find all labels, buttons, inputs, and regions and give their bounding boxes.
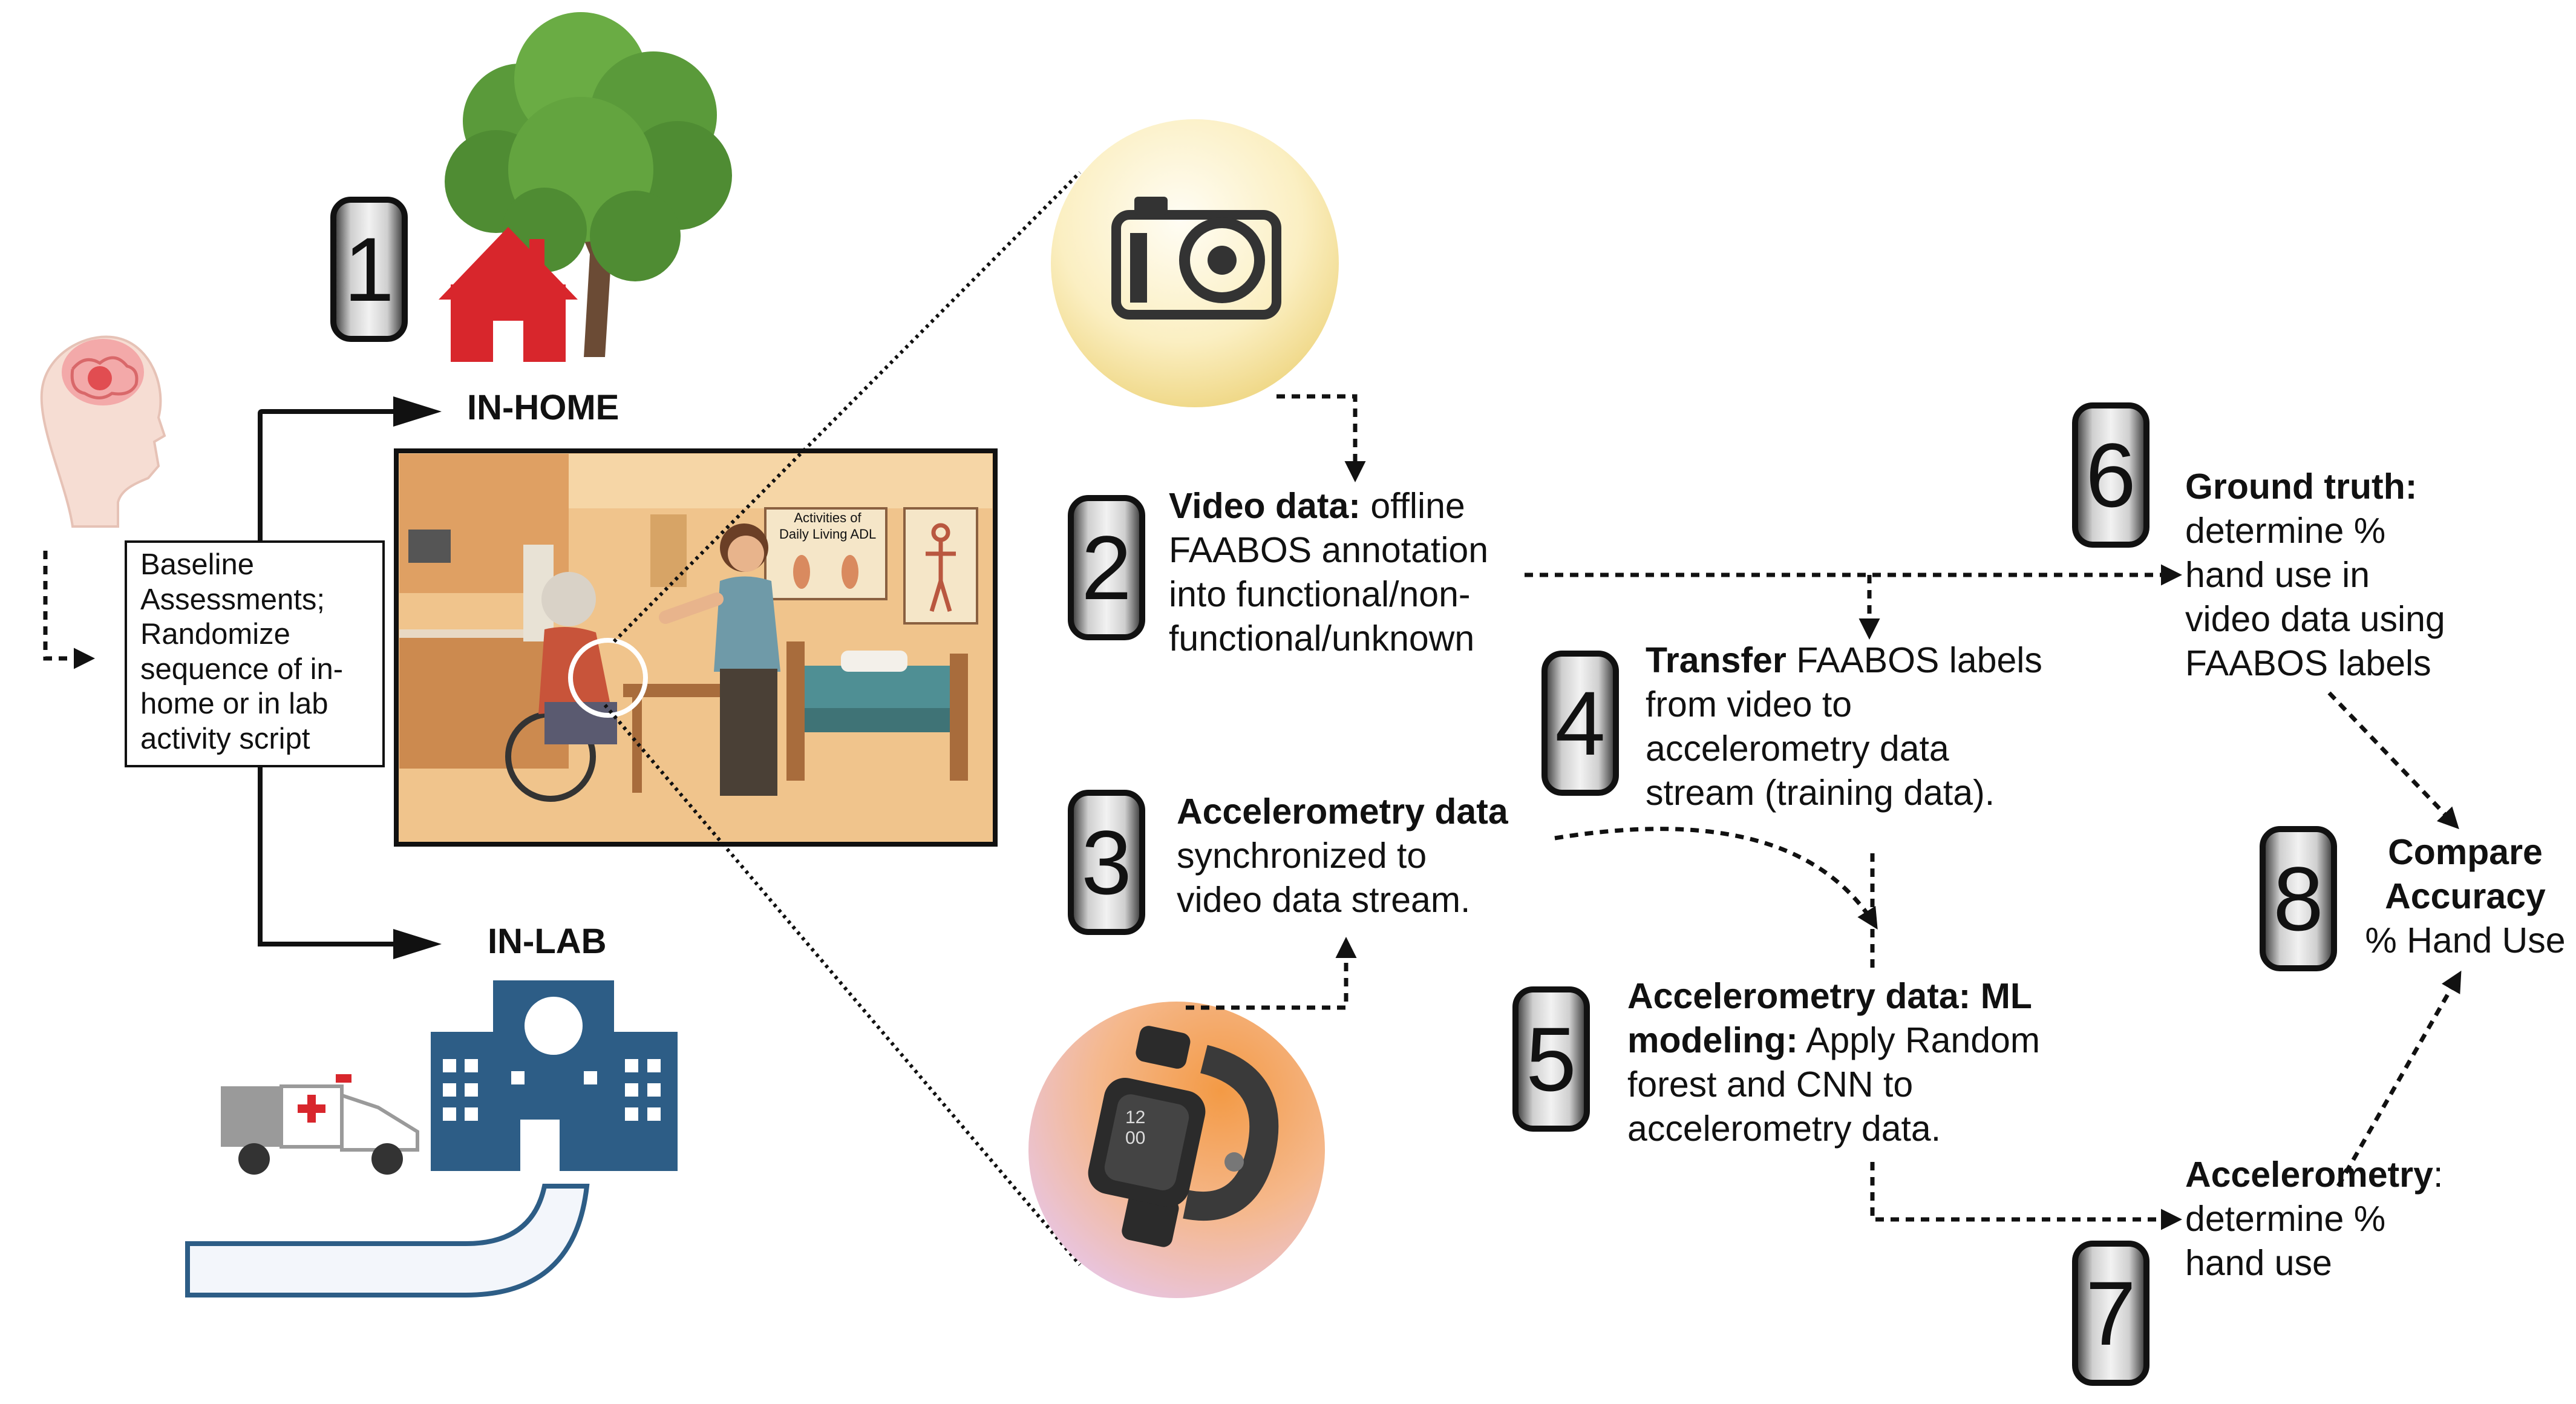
transfer-line-1: FAABOS labels bbox=[1786, 640, 2042, 680]
step-badge-2: 2 bbox=[1068, 495, 1145, 640]
in-home-label: IN-HOME bbox=[467, 388, 619, 427]
ground-truth-line-5: FAABOS labels bbox=[2185, 643, 2431, 683]
branch-line bbox=[258, 409, 423, 540]
arrow-accel-result-to-compare bbox=[2336, 970, 2462, 1187]
video-data-heading: Video data: bbox=[1169, 486, 1361, 526]
baseline-line-4: sequence of in- bbox=[140, 652, 344, 686]
watch-time: 12 00 bbox=[1125, 1107, 1145, 1149]
poster-line-2: Daily Living ADL bbox=[779, 526, 877, 542]
step-badge-6: 6 bbox=[2072, 402, 2149, 548]
compare-line-2: Accuracy bbox=[2385, 876, 2546, 916]
arrow-groundtruth-to-compare bbox=[2327, 691, 2459, 830]
baseline-line-6: activity script bbox=[140, 722, 310, 755]
camera-icon bbox=[1051, 119, 1339, 407]
ml-modeling-text: Accelerometry data: ML modeling: Apply R… bbox=[1627, 974, 2040, 1151]
transfer-line-3: accelerometry data bbox=[1646, 729, 1949, 769]
step-badge-3: 3 bbox=[1068, 790, 1145, 935]
ml-line-2: Apply Random bbox=[1797, 1020, 2040, 1060]
video-data-text: Video data: offline FAABOS annotation in… bbox=[1169, 484, 1488, 661]
ml-heading-2: modeling: bbox=[1627, 1020, 1798, 1060]
arrow-accel-to-ml bbox=[1554, 827, 1878, 930]
hospital-icon bbox=[431, 980, 678, 1171]
smartwatch-icon bbox=[1028, 1002, 1325, 1298]
ramp-icon bbox=[185, 1184, 590, 1297]
accel-sync-line-2: synchronized to bbox=[1177, 836, 1427, 876]
in-lab-label: IN-LAB bbox=[488, 922, 607, 961]
step-badge-7: 7 bbox=[2072, 1241, 2149, 1386]
accel-result-heading: Accelerometry bbox=[2185, 1155, 2433, 1195]
transfer-text: Transfer FAABOS labels from video to acc… bbox=[1646, 638, 2042, 815]
ground-truth-line-2: determine % bbox=[2185, 511, 2386, 551]
transfer-heading: Transfer bbox=[1646, 640, 1787, 680]
video-line-1: offline bbox=[1360, 486, 1465, 526]
accel-sync-text: Accelerometry data synchronized to video… bbox=[1177, 790, 1508, 922]
accel-result-colon: : bbox=[2433, 1155, 2444, 1195]
ml-line-3: forest and CNN to bbox=[1627, 1064, 1914, 1104]
accel-sync-heading: Accelerometry data bbox=[1177, 792, 1508, 832]
ground-truth-line-3: hand use in bbox=[2185, 555, 2370, 595]
ground-truth-line-4: video data using bbox=[2185, 599, 2445, 639]
zoom-line-watch bbox=[603, 704, 1082, 1266]
compare-text: Compare Accuracy % Hand Use bbox=[2356, 830, 2574, 963]
ground-truth-heading: Ground truth: bbox=[2185, 467, 2417, 507]
watch-time-minute: 00 bbox=[1125, 1128, 1146, 1148]
watch-time-hour: 12 bbox=[1125, 1107, 1146, 1127]
step-badge-5: 5 bbox=[1512, 986, 1590, 1132]
compare-line-3: % Hand Use bbox=[2365, 920, 2566, 960]
video-line-4: functional/unknown bbox=[1169, 618, 1475, 658]
ml-heading: Accelerometry data: ML bbox=[1627, 976, 2032, 1016]
poster-title: Activities of Daily Living ADL bbox=[779, 510, 876, 542]
arrow-camera-to-video bbox=[1277, 394, 1366, 482]
house-icon bbox=[439, 227, 578, 362]
step-badge-4: 4 bbox=[1541, 651, 1619, 796]
video-line-2: FAABOS annotation bbox=[1169, 530, 1489, 570]
transfer-line-2: from video to bbox=[1646, 684, 1852, 724]
accel-result-line-3: hand use bbox=[2185, 1243, 2332, 1283]
poster-line-1: Activities of bbox=[794, 510, 861, 525]
baseline-box: Baseline Assessments; Randomize sequence… bbox=[125, 540, 385, 767]
step-badge-1: 1 bbox=[330, 197, 408, 342]
arrow-head-to-baseline bbox=[43, 551, 95, 669]
arrow-watch-to-accel bbox=[1186, 937, 1357, 1010]
baseline-line-3: Randomize bbox=[140, 618, 290, 651]
baseline-line-5: home or in lab bbox=[140, 687, 329, 720]
ml-line-4: accelerometry data. bbox=[1627, 1109, 1941, 1149]
accel-sync-line-3: video data stream. bbox=[1177, 880, 1471, 920]
accel-result-text: Accelerometry: determine % hand use bbox=[2185, 1153, 2443, 1285]
accel-result-line-2: determine % bbox=[2185, 1199, 2386, 1239]
activity-room-image bbox=[394, 448, 998, 847]
baseline-line-2: Assessments; bbox=[140, 583, 325, 616]
transfer-line-4: stream (training data). bbox=[1646, 773, 1995, 813]
compare-line-1: Compare bbox=[2388, 832, 2543, 872]
ground-truth-text: Ground truth: determine % hand use in vi… bbox=[2185, 465, 2445, 686]
patient-head-icon bbox=[40, 335, 166, 528]
arrow-ml-to-accel-result bbox=[1870, 1162, 2182, 1230]
baseline-line-1: Baseline bbox=[140, 548, 254, 581]
step-badge-8: 8 bbox=[2260, 826, 2337, 971]
zoom-line-camera bbox=[612, 171, 1082, 643]
ambulance-icon bbox=[221, 1074, 419, 1175]
video-line-3: into functional/non- bbox=[1169, 574, 1471, 614]
